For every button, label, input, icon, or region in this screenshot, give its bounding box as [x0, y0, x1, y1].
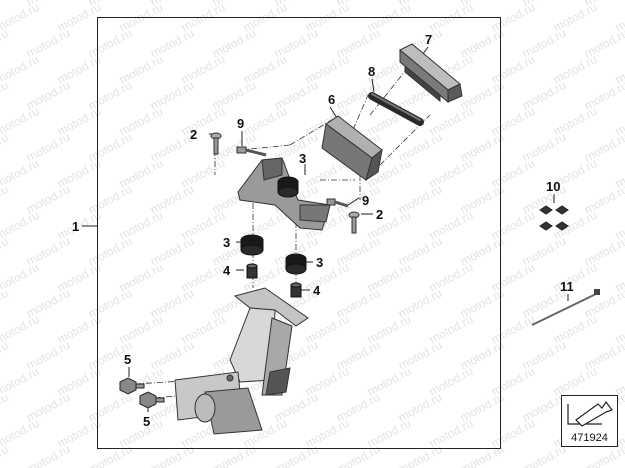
- callout-2-right: 2: [376, 207, 383, 222]
- callout-3-left: 3: [223, 235, 230, 250]
- callout-labels: 1 2 2 3 3 3 4 4 5 5 6 7 8 9 9 10 11: [72, 32, 574, 429]
- callout-3-right: 3: [316, 255, 323, 270]
- part-11-cable-tie: [531, 289, 600, 326]
- callout-2-upper: 2: [190, 127, 197, 142]
- callout-6: 6: [328, 92, 335, 107]
- callout-9-upper: 9: [237, 116, 244, 131]
- callout-10: 10: [546, 179, 560, 194]
- callout-4-right: 4: [313, 283, 321, 298]
- part-10-clip-nuts: [539, 205, 569, 231]
- diagram-reference-box: 471924: [561, 395, 618, 447]
- part-6-control-unit: [321, 115, 383, 182]
- clamp-assembly: [174, 371, 263, 435]
- callout-11: 11: [560, 279, 574, 294]
- part-9-screws: [236, 146, 349, 208]
- callout-3-top: 3: [299, 151, 306, 166]
- part-2-bolts: [210, 132, 360, 234]
- part-3-rubber-mounts: [240, 176, 307, 275]
- callout-4-left: 4: [223, 263, 231, 278]
- part-8-rubber-strap: [368, 92, 424, 126]
- lower-bracket: [229, 287, 309, 396]
- part-5-hex-screws: [119, 377, 165, 409]
- part-7-holder: [399, 43, 463, 104]
- callout-8: 8: [368, 64, 375, 79]
- part-4-spacer-sleeves: [246, 263, 302, 298]
- callout-5-lower: 5: [143, 414, 150, 429]
- leader-lines: [82, 46, 569, 412]
- diagram-id: 471924: [571, 432, 608, 444]
- callout-9-right: 9: [362, 193, 369, 208]
- assembly-frame: [97, 17, 501, 449]
- callout-1: 1: [72, 219, 79, 234]
- callout-7: 7: [425, 32, 432, 47]
- arrow-bracket-icon: [567, 400, 613, 427]
- callout-5-upper: 5: [124, 352, 131, 367]
